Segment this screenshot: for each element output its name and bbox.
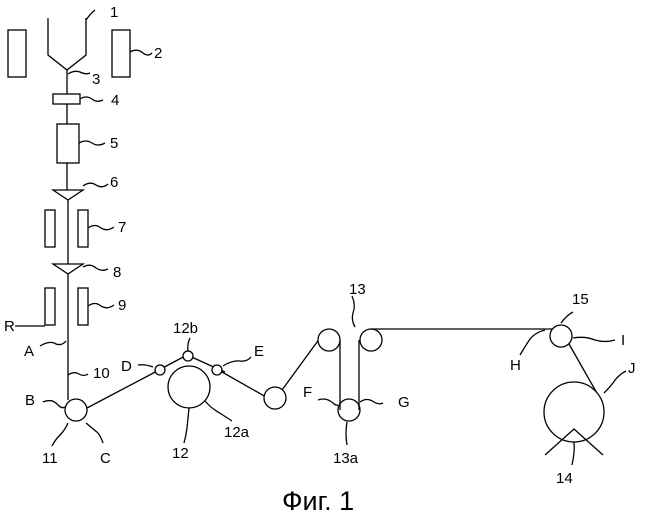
right-heater	[112, 30, 130, 77]
label-E: E	[254, 343, 264, 360]
drawing-heater-right	[78, 210, 88, 247]
upper-roller-13-left	[318, 329, 340, 351]
oil-guide-lower	[53, 264, 83, 274]
label-4: 4	[111, 92, 119, 109]
cooling-chamber	[57, 124, 79, 163]
oil-guide-upper	[53, 190, 83, 200]
label-R: R	[4, 318, 15, 335]
lower-roller-13a	[338, 399, 360, 421]
heat-chamber-left	[45, 288, 55, 325]
label-F: F	[303, 384, 312, 401]
figure-caption: Фиг. 1	[282, 486, 354, 516]
label-6: 6	[110, 174, 118, 191]
small-roller-left	[155, 365, 165, 375]
label-14: 14	[556, 470, 573, 487]
label-5: 5	[110, 135, 118, 152]
godet-roller-12	[168, 366, 210, 408]
label-13a: 13a	[333, 450, 359, 467]
label-9: 9	[118, 297, 126, 314]
drawing-heater-left	[45, 210, 55, 247]
left-heater	[8, 30, 26, 77]
label-12a: 12a	[224, 424, 250, 441]
small-roller-top	[183, 351, 193, 361]
label-1: 1	[110, 4, 118, 21]
label-15: 15	[572, 291, 589, 308]
label-I: I	[621, 332, 625, 349]
small-roller-right	[212, 365, 222, 375]
label-C: C	[100, 450, 111, 467]
label-A: A	[24, 343, 34, 360]
label-12b: 12b	[173, 320, 198, 337]
label-H: H	[510, 357, 521, 374]
label-12: 12	[172, 445, 189, 462]
take-up-roller-11	[65, 399, 87, 421]
label-2: 2	[154, 45, 162, 62]
traverse-roller-15	[550, 325, 572, 347]
label-G: G	[398, 394, 410, 411]
spin-pack	[53, 94, 80, 104]
label-B: B	[25, 392, 35, 409]
label-J: J	[628, 360, 636, 377]
guide-roller	[264, 387, 286, 409]
label-7: 7	[118, 219, 126, 236]
label-8: 8	[113, 264, 121, 281]
label-11: 11	[42, 450, 58, 467]
upper-roller-13-right	[360, 329, 382, 351]
label-3: 3	[92, 71, 100, 88]
label-13: 13	[349, 281, 366, 298]
bobbin-J	[544, 382, 604, 442]
label-D: D	[121, 358, 132, 375]
heat-chamber-right	[78, 288, 88, 325]
spinneret-hopper	[48, 10, 95, 94]
label-10: 10	[93, 365, 110, 382]
